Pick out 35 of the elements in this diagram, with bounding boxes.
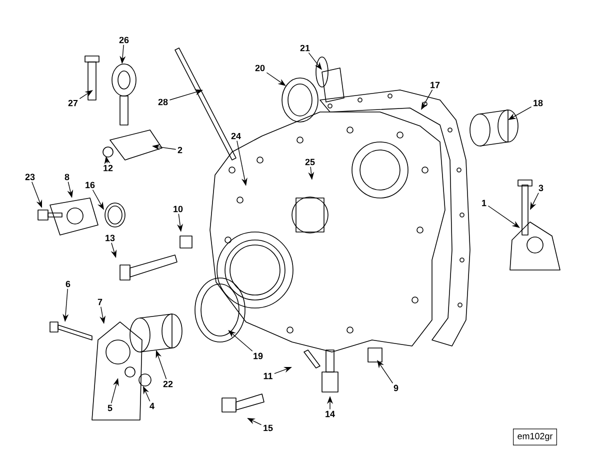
callout-number: 19 [254, 352, 263, 360]
callout-number: 13 [106, 234, 115, 242]
callout-number: 22 [163, 380, 173, 388]
callout-number: 15 [264, 424, 273, 432]
callout-number: 7 [98, 298, 102, 306]
leader-line [266, 72, 286, 86]
callout-number: 10 [174, 206, 183, 212]
callout-number: 17 [430, 82, 440, 88]
leader-line [488, 206, 520, 228]
leader-line [377, 360, 394, 384]
callout-number: 4 [150, 402, 154, 410]
callout-number: 24 [231, 132, 241, 140]
callout-number: 20 [255, 64, 265, 72]
callout-number: 18 [534, 100, 543, 106]
callout-number: 12 [104, 164, 113, 172]
callout-number: 3 [538, 184, 544, 192]
leader-line [308, 52, 322, 70]
callout-number: 2 [178, 146, 182, 154]
callout-number: 28 [158, 98, 168, 106]
callout-number: 21 [300, 44, 310, 52]
callout-number: 16 [86, 182, 95, 188]
callout-number: 25 [305, 158, 315, 166]
callout-number: 9 [394, 384, 398, 392]
figure-code-label: em102gr [513, 428, 557, 446]
callout-number: 8 [64, 174, 70, 180]
callout-number: 14 [326, 410, 335, 418]
callout-number: 26 [119, 36, 129, 44]
callout-number: 23 [25, 174, 35, 180]
leader-line [79, 90, 93, 99]
callout-number: 5 [108, 404, 112, 412]
callout-number: 1 [482, 200, 486, 206]
leader-line [228, 330, 253, 352]
callout-number: 11 [264, 372, 272, 380]
callout-number: 27 [68, 100, 78, 106]
callout-number: 6 [66, 280, 70, 288]
